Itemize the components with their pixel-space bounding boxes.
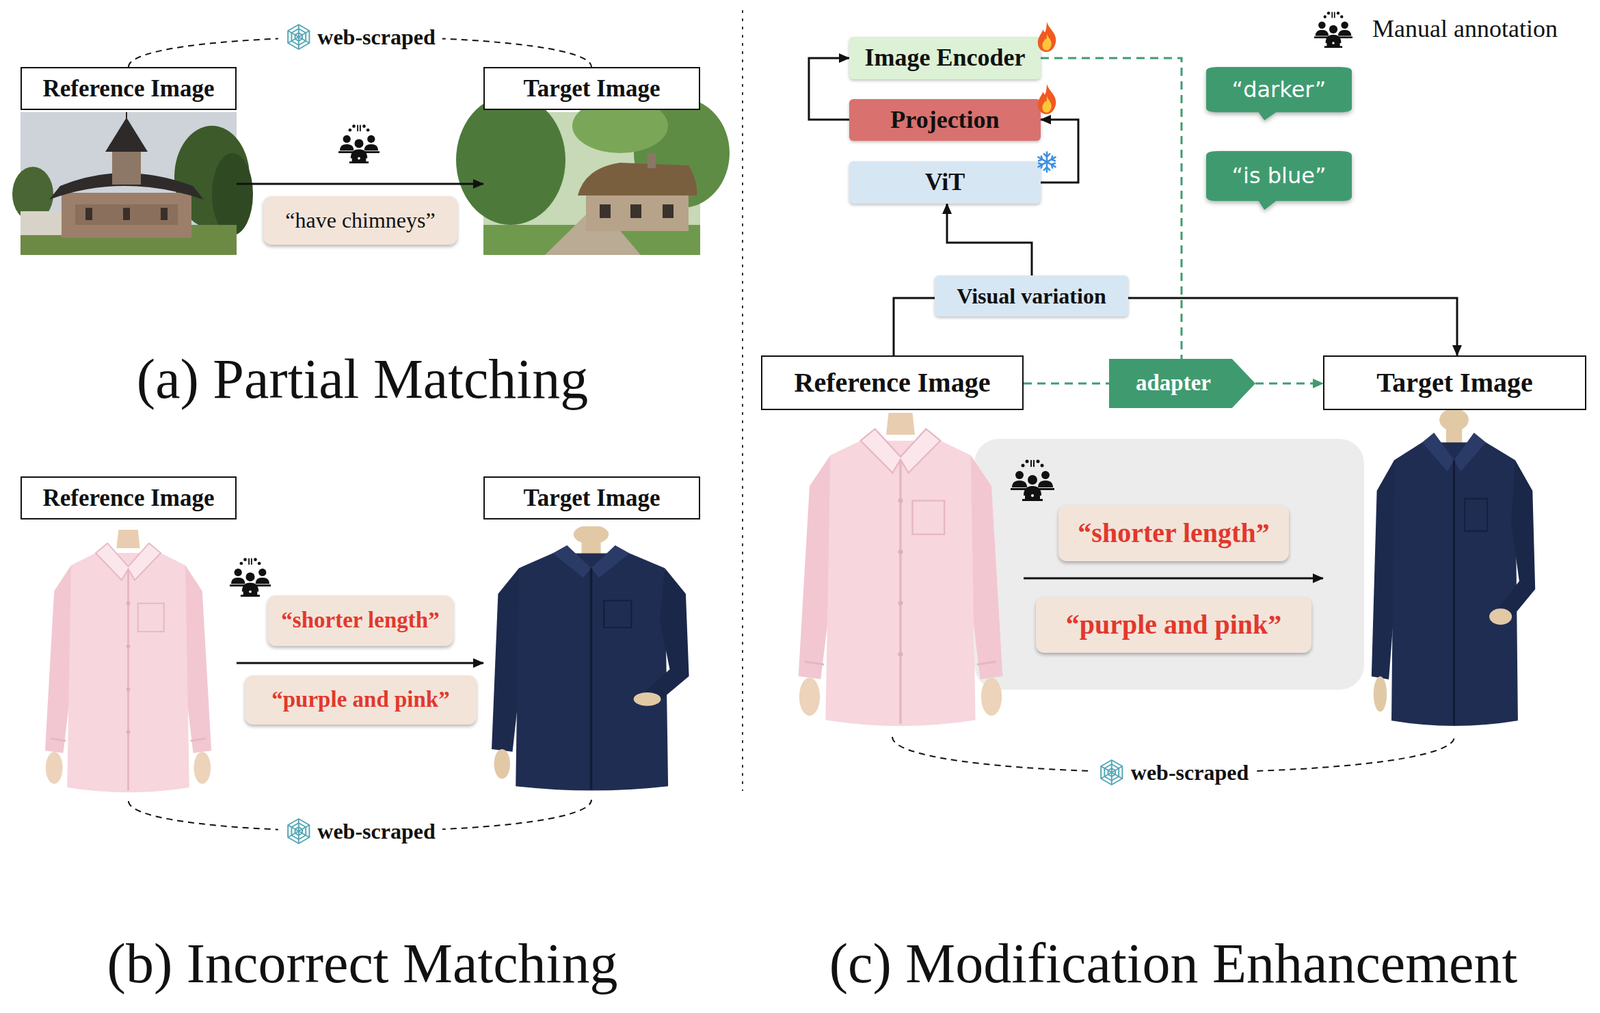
node-label: Visual variation: [956, 283, 1106, 310]
edge-label-text: web-scraped: [317, 819, 435, 845]
arrow-connector: [947, 203, 1032, 276]
snow-symbol: [1038, 152, 1056, 173]
node-label: ViT: [925, 168, 966, 197]
edge-label: web-scraped: [277, 817, 442, 846]
node-label: Image Encoder: [864, 43, 1026, 72]
text-pill: “purple and pink”: [244, 675, 477, 725]
image-panel: Target Image: [483, 67, 701, 256]
pink-shirt: [798, 412, 1004, 727]
fire-icon: [1035, 84, 1059, 115]
annotator-icon: [229, 557, 271, 597]
annotation-region: [974, 438, 1365, 690]
pink-shirt: [45, 529, 212, 793]
arrow-connector: [1040, 119, 1079, 183]
speech-bubble: “darker”: [1206, 67, 1352, 121]
web-icon: [284, 23, 312, 51]
text-pill: “shorter length”: [267, 595, 454, 647]
speech-bubble: “is blue”: [1206, 151, 1352, 210]
node-label: “purple and pink”: [271, 687, 450, 714]
process-box: Visual variation: [934, 275, 1129, 317]
panel-divider: [741, 10, 744, 792]
node-label: “shorter length”: [1077, 517, 1270, 550]
arrow-connector: [893, 298, 935, 356]
dashed-connector: [1255, 382, 1324, 385]
bubble-outline: [1206, 151, 1352, 210]
image-panel: Target Image: [1323, 355, 1587, 738]
arrow-connector: [1128, 298, 1458, 356]
heading-label: Target Image: [1323, 355, 1587, 411]
fire-symbol: [1037, 21, 1056, 52]
node-label: adapter: [1135, 370, 1229, 397]
panel-caption: (b) Incorrect Matching: [107, 933, 619, 995]
heading-label: Reference Image: [20, 67, 237, 111]
heading-label: Reference Image: [20, 476, 237, 520]
fire-symbol: [1037, 84, 1056, 115]
cottage-photo: [456, 95, 730, 256]
adapter-arrow: adapter: [1109, 358, 1256, 409]
web-icon: [1098, 758, 1126, 787]
arrow-connector: [1023, 577, 1324, 580]
fire-icon: [1035, 21, 1059, 52]
module-box: Image Encoder: [849, 36, 1041, 80]
navy-shirt: [1371, 408, 1536, 727]
node-label: “darker”: [1232, 77, 1327, 111]
text-pill: “shorter length”: [1058, 505, 1289, 562]
arrow-connector: [236, 183, 484, 186]
edge-label: web-scraped: [1091, 758, 1256, 787]
web-symbol: [287, 24, 310, 50]
edge-label: web-scraped: [277, 23, 442, 51]
edge-label-text: web-scraped: [1130, 760, 1249, 786]
text-pill: “purple and pink”: [1035, 596, 1312, 653]
heading-label: Target Image: [483, 67, 701, 111]
panel-caption: (c) Modification Enhancement: [829, 933, 1518, 995]
adapter-outline: [1109, 358, 1256, 409]
navy-shirt: [491, 525, 690, 792]
snow-icon: [1035, 150, 1059, 174]
text-pill: “have chimneys”: [263, 196, 458, 245]
web-symbol: [287, 819, 310, 844]
annotator-icon: [1010, 460, 1055, 502]
module-box: Projection: [849, 99, 1041, 141]
node-label: “is blue”: [1231, 163, 1326, 198]
heading-label: Target Image: [483, 476, 701, 520]
arrow-connector: [236, 662, 484, 665]
image-panel: Reference Image: [20, 476, 237, 802]
edge-label-text: web-scraped: [317, 24, 435, 50]
node-label: “shorter length”: [281, 607, 439, 634]
image-panel: Reference Image: [761, 355, 1024, 738]
image-panel: Reference Image: [20, 67, 237, 256]
image-panel: Target Image: [483, 476, 701, 800]
panel-caption: (a) Partial Matching: [136, 348, 589, 411]
node-label: “purple and pink”: [1065, 609, 1283, 641]
annotator-icon: [338, 124, 380, 164]
dashed-connector: [1023, 382, 1110, 385]
web-symbol: [1100, 760, 1123, 785]
module-box: ViT: [849, 161, 1041, 204]
legend-annotator-icon: [1314, 11, 1353, 48]
web-icon: [284, 817, 312, 846]
church-photo: [12, 112, 253, 256]
node-label: “have chimneys”: [285, 207, 435, 234]
heading-label: Reference Image: [761, 355, 1024, 411]
bubble-outline: [1206, 67, 1352, 121]
arrow-connector: [808, 58, 850, 120]
legend-text: Manual annotation: [1372, 15, 1558, 44]
node-label: Projection: [890, 105, 999, 135]
